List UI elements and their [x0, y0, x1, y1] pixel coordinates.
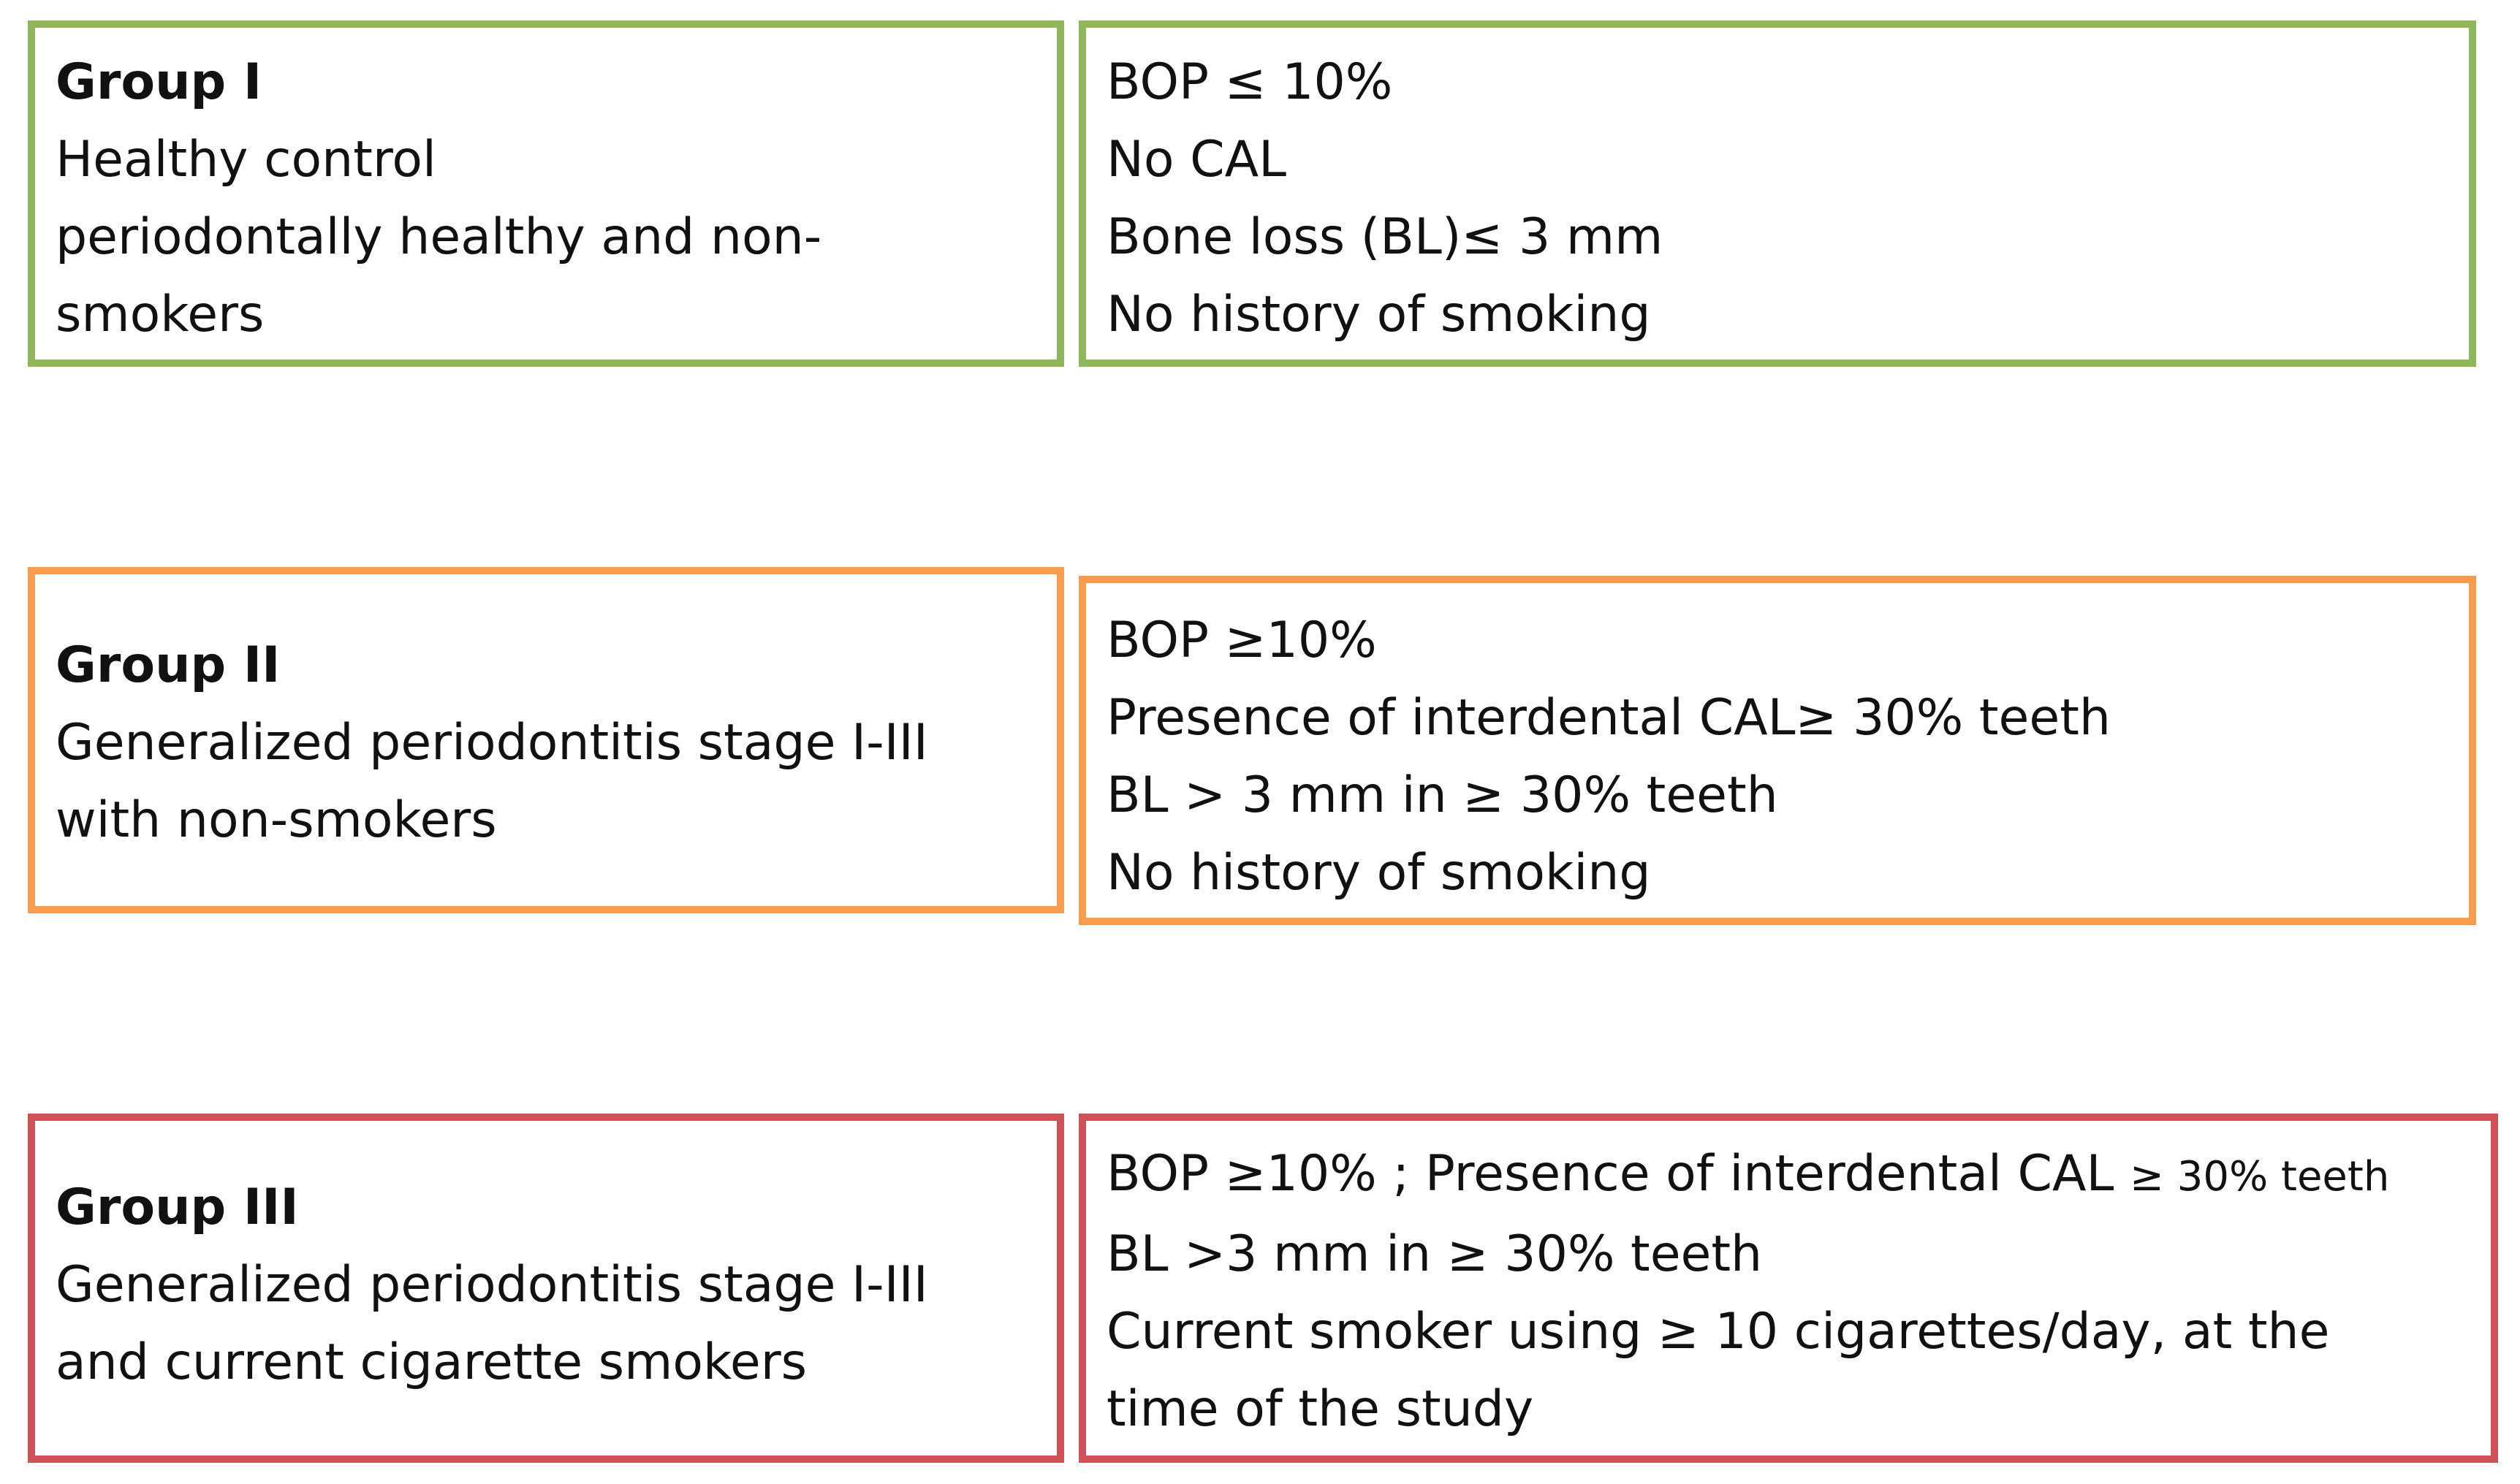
group-3-criteria-line-1: BOP ≥10% ; Presence of interdental CAL ≥…	[1107, 1135, 2476, 1216]
group-2-description-box: Group II Generalized periodontitis stage…	[28, 567, 1064, 913]
group-3-description-line-1: Generalized periodontitis stage I-III	[56, 1256, 928, 1314]
group-3-title: Group III	[56, 1179, 299, 1236]
group-1-description-line-1: Healthy control	[56, 131, 436, 189]
group-3-criteria-line-1-main: BOP ≥10% ; Presence of interdental CAL	[1107, 1145, 2114, 1203]
group-1-title: Group I	[56, 53, 262, 111]
group-2-criteria-line-3: BL > 3 mm in ≥ 30% teeth	[1107, 766, 1778, 824]
group-1-description-line-2: periodontally healthy and non-	[56, 208, 822, 266]
group-3-criteria-line-1-small: ≥ 30% teeth	[2130, 1153, 2390, 1200]
group-1-criteria-box: BOP ≤ 10% No CAL Bone loss (BL)≤ 3 mm No…	[1079, 20, 2476, 367]
group-1-criteria-line-3: Bone loss (BL)≤ 3 mm	[1107, 208, 1663, 266]
group-2-criteria-line-1: BOP ≥10%	[1107, 612, 1377, 669]
group-1-criteria-line-4: No history of smoking	[1107, 286, 1651, 343]
group-1-description-box: Group I Healthy control periodontally he…	[28, 20, 1064, 367]
group-3-criteria-box: BOP ≥10% ; Presence of interdental CAL ≥…	[1079, 1114, 2498, 1463]
group-2-criteria-box: BOP ≥10% Presence of interdental CAL≥ 30…	[1079, 576, 2476, 925]
group-2-description-line-1: Generalized periodontitis stage I-III	[56, 714, 928, 772]
group-1-criteria-line-2: No CAL	[1107, 131, 1286, 189]
group-2-title: Group II	[56, 636, 281, 694]
group-3-description-line-2: and current cigarette smokers	[56, 1333, 808, 1391]
group-2-criteria-line-2: Presence of interdental CAL≥ 30% teeth	[1107, 689, 2111, 747]
group-3-criteria-line-2: BL >3 mm in ≥ 30% teeth	[1107, 1225, 1763, 1283]
group-3-description-box: Group III Generalized periodontitis stag…	[28, 1114, 1064, 1463]
group-2-description-line-2: with non-smokers	[56, 791, 497, 849]
group-1-criteria-line-1: BOP ≤ 10%	[1107, 53, 1393, 111]
group-3-criteria-line-4: time of the study	[1107, 1380, 1534, 1438]
group-3-criteria-line-3: Current smoker using ≥ 10 cigarettes/day…	[1107, 1303, 2330, 1361]
group-1-description-line-3: smokers	[56, 286, 265, 343]
group-2-criteria-line-4: No history of smoking	[1107, 844, 1651, 902]
